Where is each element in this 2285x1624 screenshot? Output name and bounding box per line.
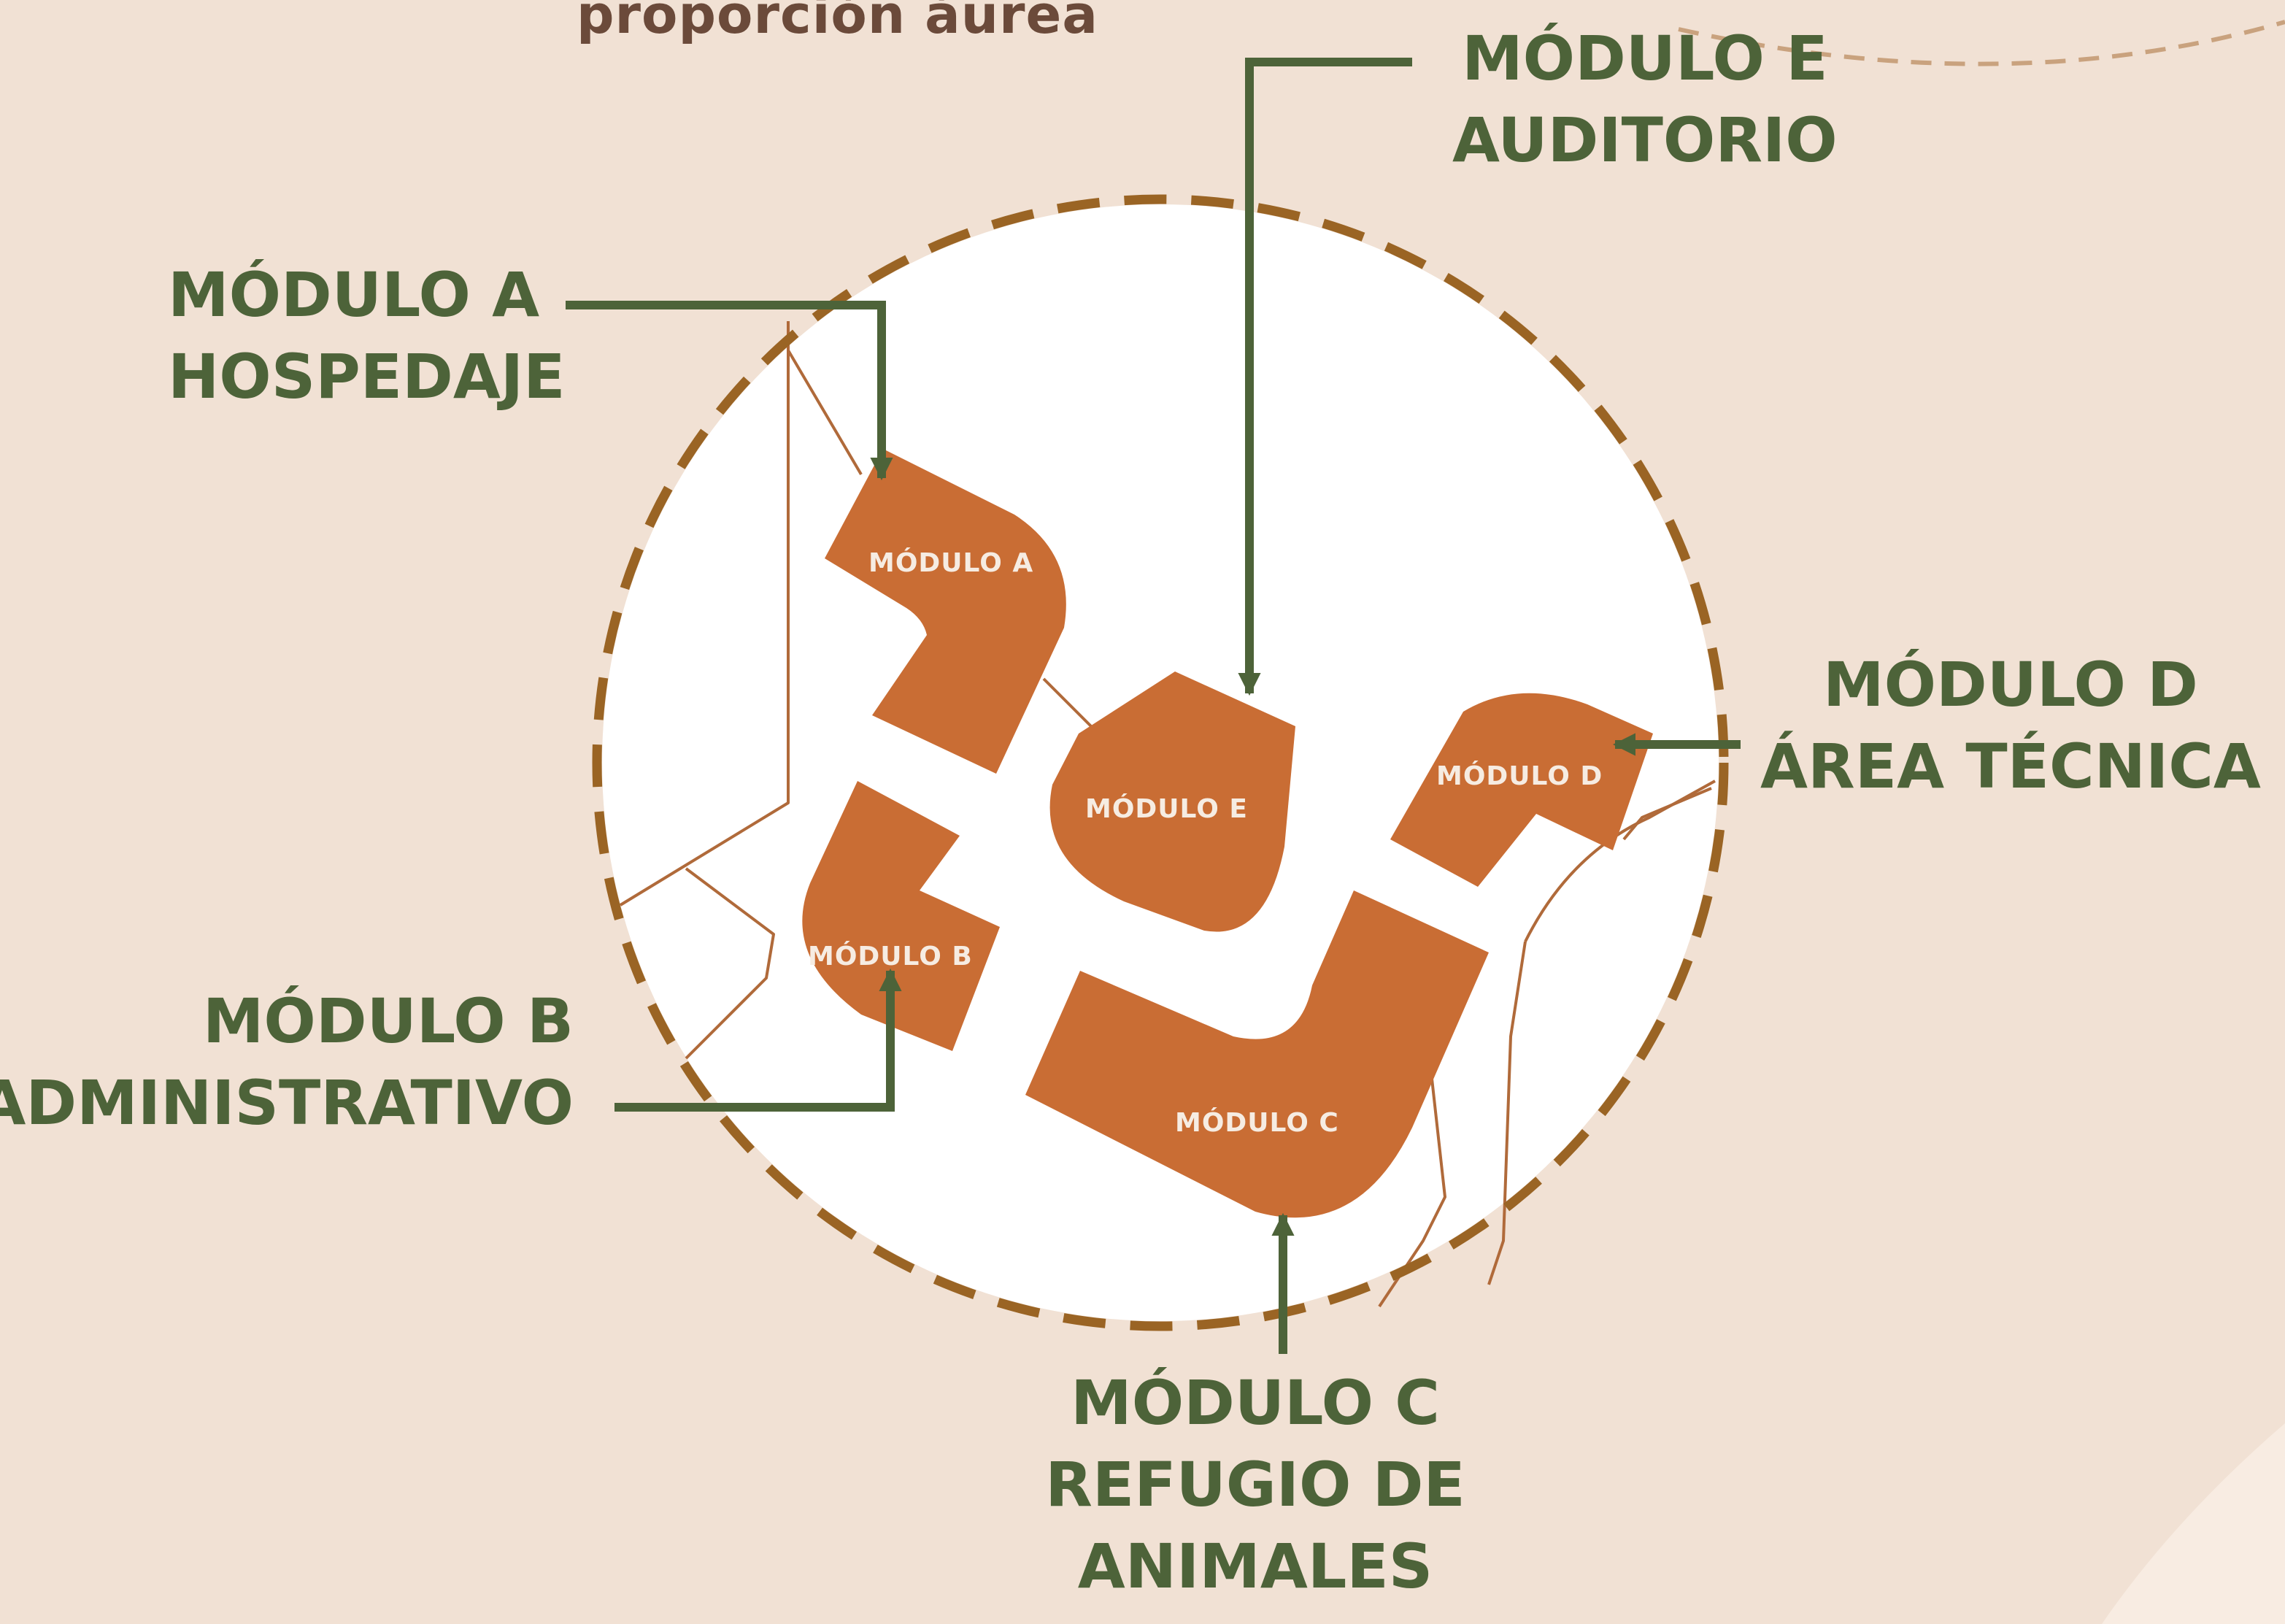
module-a-shape: [825, 449, 1066, 774]
callout-module-c: MÓDULO C REFUGIO DE ANIMALES: [1044, 1362, 1467, 1607]
callout-module-b: MÓDULO B ADMINISTRATIVO: [0, 980, 574, 1144]
callout-subtitle: ADMINISTRATIVO: [0, 1067, 574, 1139]
module-d-shape: [1390, 693, 1653, 887]
site-boundary-dashed: [592, 194, 1729, 1331]
plan-label-module-a: MÓDULO A: [868, 547, 1033, 578]
plan-label-module-d: MÓDULO D: [1436, 761, 1603, 791]
arrow-module-b: [614, 968, 902, 1112]
plan-label-module-e: MÓDULO E: [1085, 793, 1248, 824]
callout-title: MÓDULO D: [1823, 649, 2198, 720]
heading-proporcion-aurea: proporción áurea: [577, 0, 1098, 45]
callout-title: MÓDULO A: [168, 259, 540, 331]
module-e-shape: [1049, 671, 1295, 932]
plan-label-module-b: MÓDULO B: [808, 941, 973, 971]
arrow-module-a: [566, 301, 893, 481]
plan-label-module-c: MÓDULO C: [1175, 1107, 1339, 1138]
callout-subtitle: ÁREA TÉCNICA: [1760, 731, 2261, 802]
callout-module-d: MÓDULO D ÁREA TÉCNICA: [1760, 644, 2261, 807]
callout-subtitle: HOSPEDAJE: [168, 341, 566, 412]
terrain-lines: [619, 321, 1716, 1308]
callout-module-a: MÓDULO A HOSPEDAJE: [168, 254, 566, 417]
callout-module-e: MÓDULO E AUDITORIO: [1452, 18, 1838, 181]
terrain-line: [619, 321, 790, 907]
modules: [802, 449, 1653, 1218]
callout-subtitle: REFUGIO DE: [1045, 1449, 1465, 1520]
callout-title: MÓDULO C: [1071, 1367, 1440, 1439]
decorative-corner-arc: [2102, 1423, 2285, 1624]
callout-title: MÓDULO B: [202, 985, 574, 1057]
leader-arrows: [566, 58, 1741, 1354]
arrow-module-e: [1238, 58, 1412, 696]
callout-subtitle: AUDITORIO: [1452, 104, 1838, 176]
callout-subtitle: ANIMALES: [1077, 1531, 1433, 1602]
terrain-line: [787, 349, 863, 476]
module-b-shape: [802, 781, 1000, 1051]
terrain-line: [1622, 787, 1712, 841]
terrain-line: [1487, 941, 1527, 1285]
terrain-line: [685, 867, 775, 1060]
callout-title: MÓDULO E: [1462, 23, 1828, 94]
module-c-shape: [1025, 890, 1489, 1218]
decorative-dashed-arc: [1678, 20, 2285, 66]
